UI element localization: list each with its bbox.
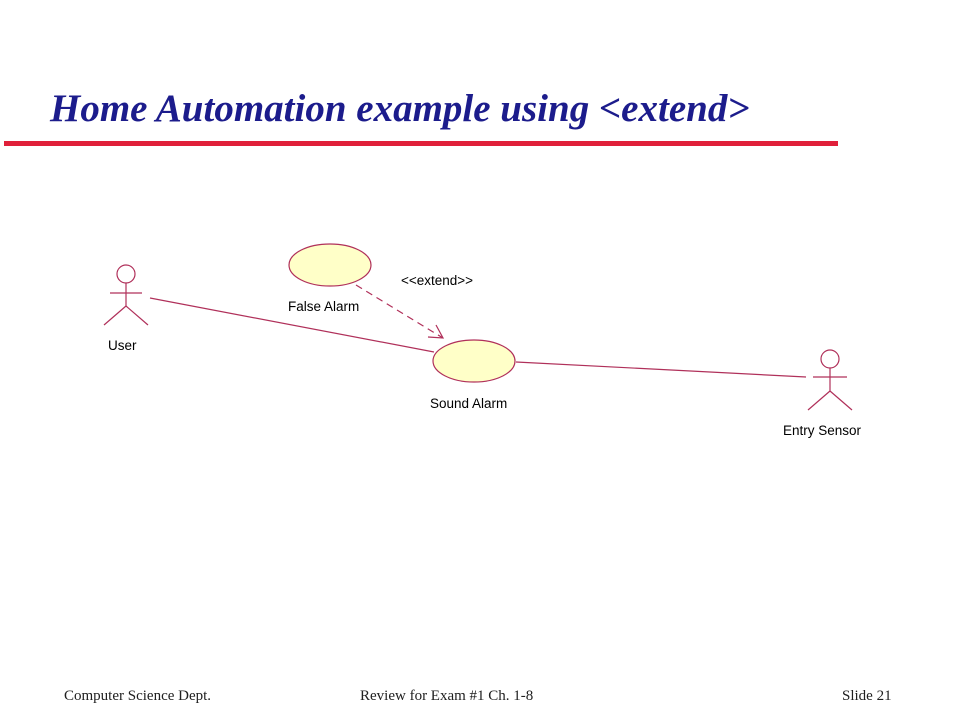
use-case-false-alarm (288, 243, 372, 287)
footer-course: Review for Exam #1 Ch. 1-8 (360, 688, 534, 704)
association-user-sound-alarm (149, 297, 435, 353)
extend-arrowhead (427, 324, 445, 339)
actor-user (103, 264, 149, 326)
slide-title: Home Automation example using <extend> (50, 87, 750, 130)
actor-entry-sensor (807, 349, 853, 411)
extend-dependency-line (355, 284, 444, 339)
footer-slide-number: Slide 21 (842, 688, 892, 704)
actor-user-label: User (108, 338, 137, 353)
use-case-sound-alarm (432, 339, 516, 383)
actor-entry-sensor-label: Entry Sensor (783, 423, 862, 438)
association-sound-alarm-entry-sensor (515, 361, 807, 378)
title-underline (4, 141, 838, 146)
use-case-false-alarm-label: False Alarm (288, 299, 359, 314)
footer-department: Computer Science Dept. (64, 688, 212, 704)
extend-label: <<extend>> (401, 273, 473, 288)
use-case-sound-alarm-label: Sound Alarm (430, 396, 507, 411)
